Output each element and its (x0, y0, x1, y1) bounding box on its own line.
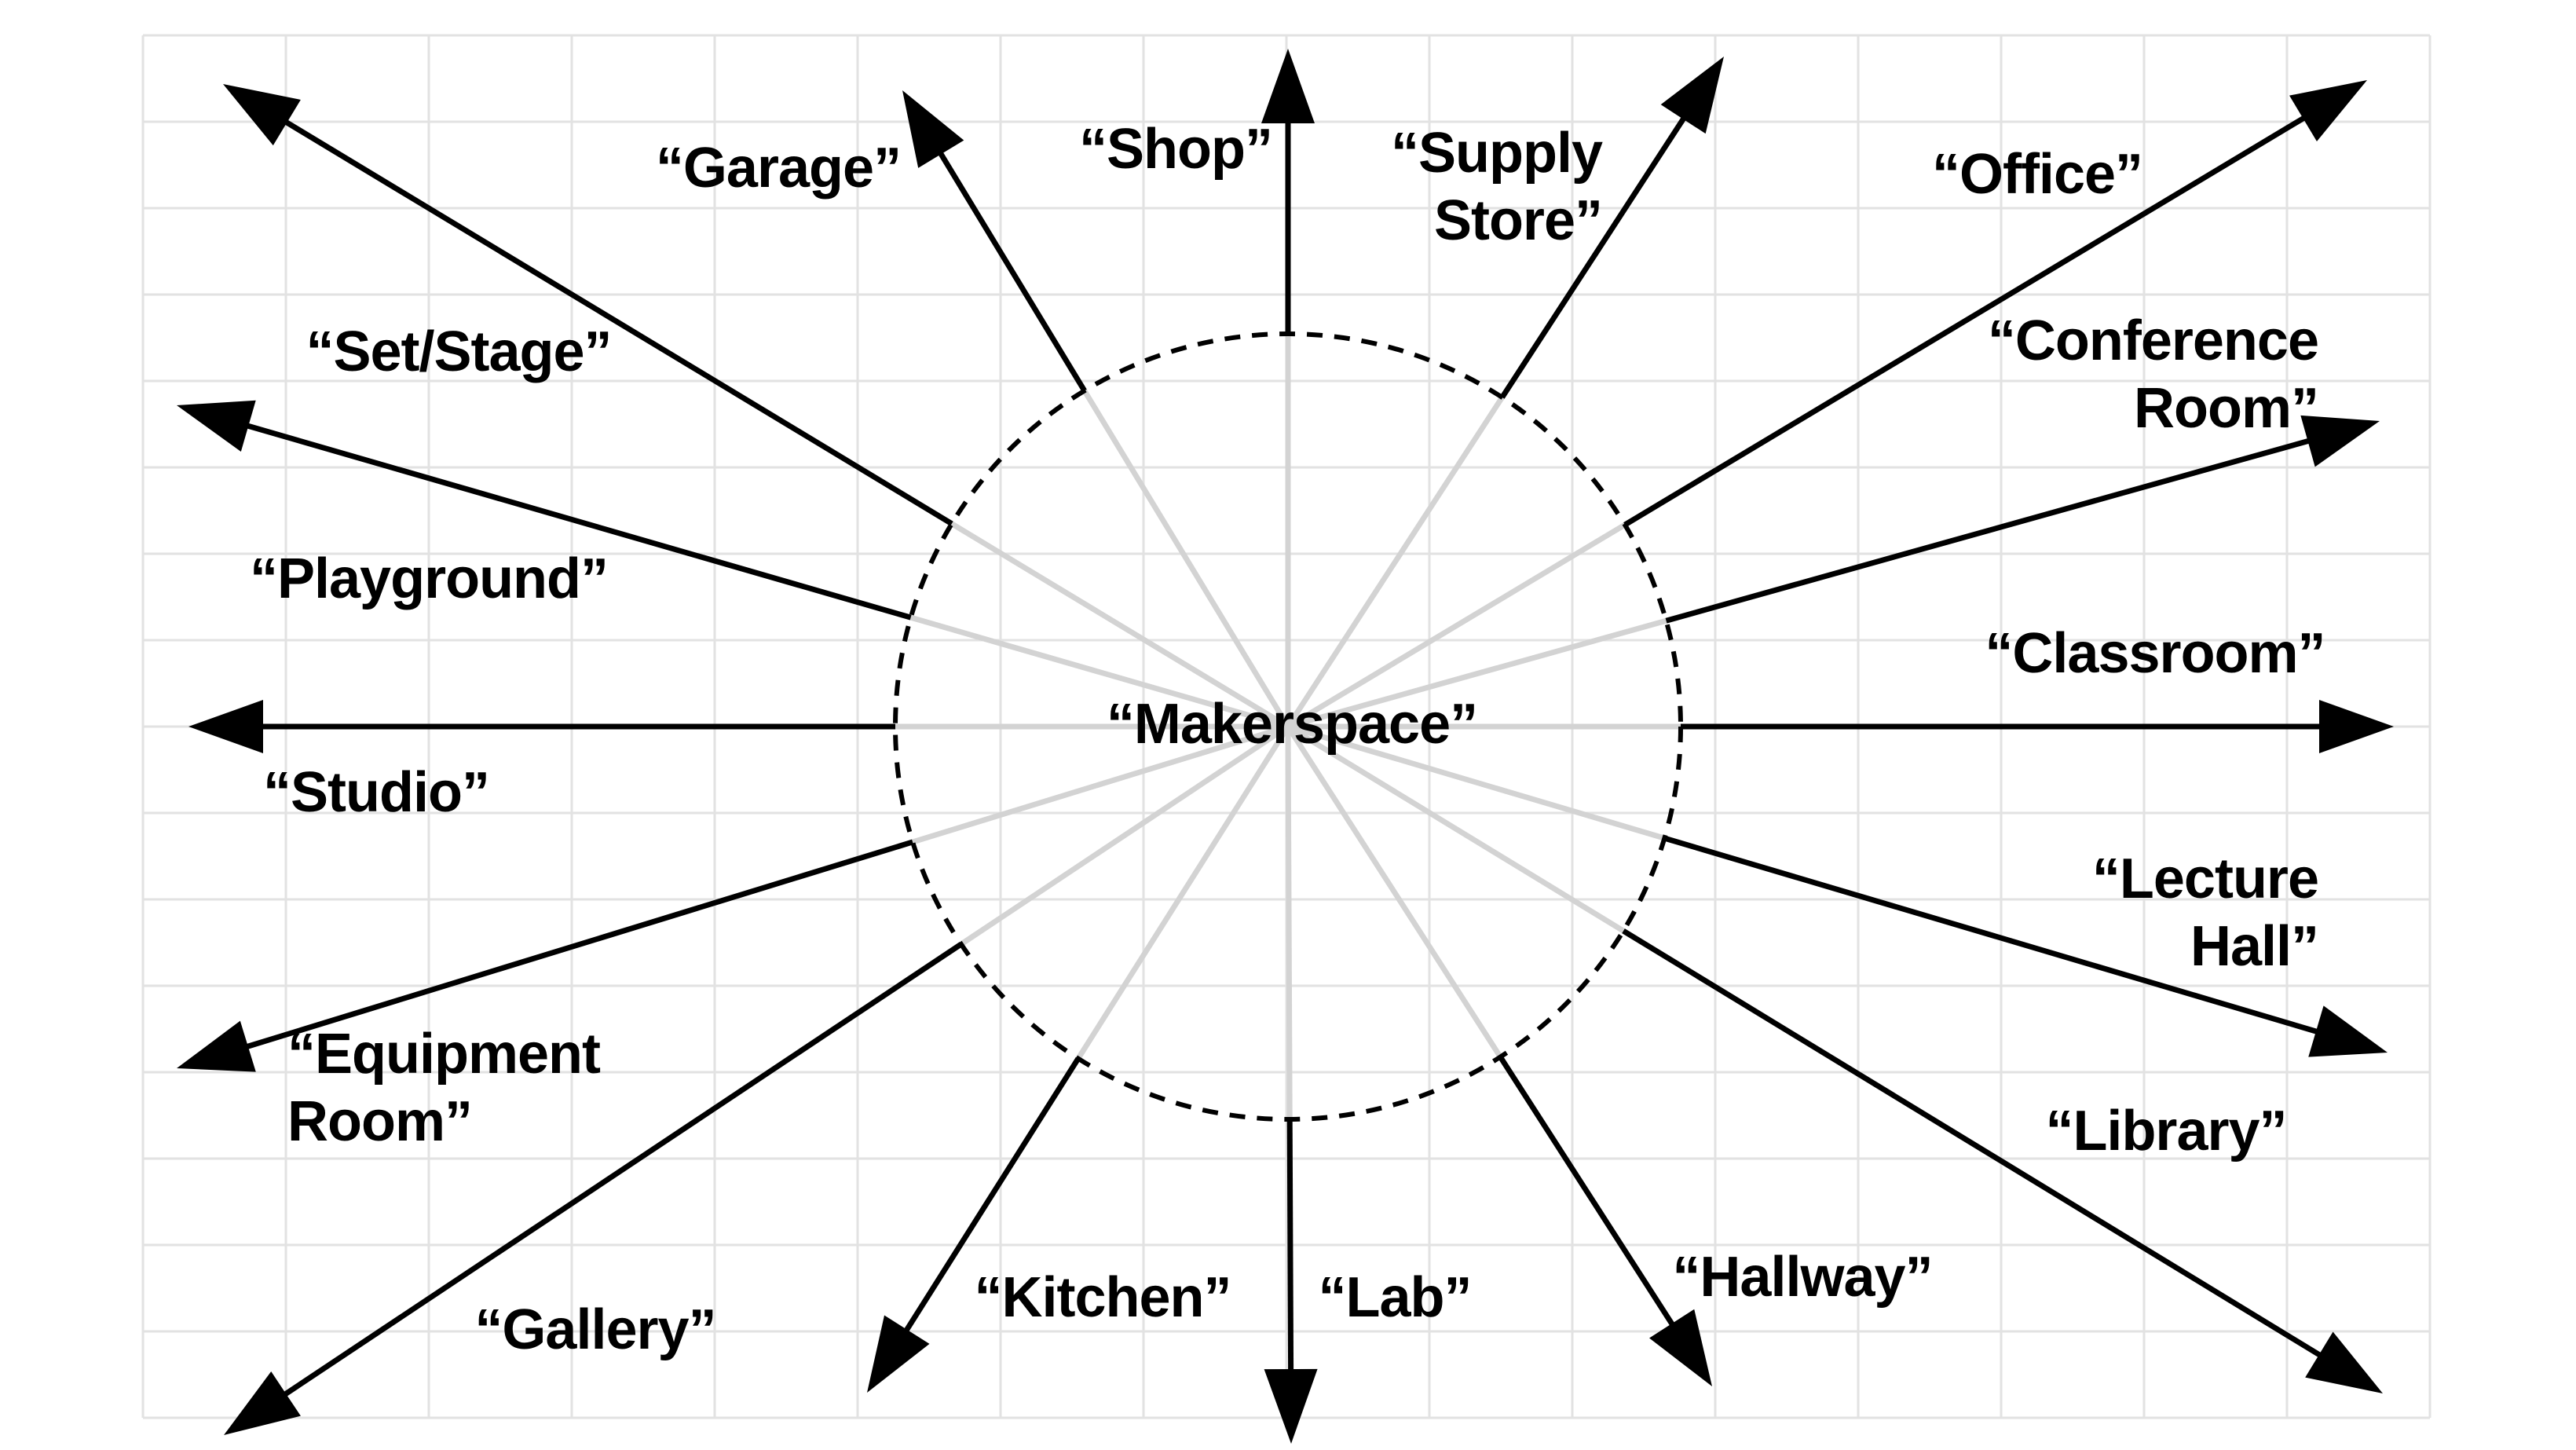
arrow-shaft-supply-store (1499, 105, 1693, 399)
arrow-lecture-hall (1663, 835, 2388, 1057)
label-garage: “Garage” (655, 134, 902, 202)
label-line: “Lab” (1318, 1266, 1472, 1329)
inner-spoke-office (1286, 522, 1626, 730)
arrow-shaft-kitchen (897, 1056, 1081, 1343)
arrow-shaft-library (1622, 928, 2333, 1364)
label-line: “Conference (1987, 309, 2319, 372)
label-shop: “Shop” (1079, 115, 1273, 183)
arrow-studio (188, 700, 895, 753)
arrow-lab (1264, 1119, 1318, 1444)
arrowhead-playground (177, 400, 256, 452)
arrow-shaft-set-stage (273, 112, 953, 526)
arrowhead-conference-room (2300, 415, 2380, 467)
label-line: “Hallway” (1672, 1246, 1933, 1309)
label-line: Room” (287, 1090, 473, 1153)
label-line: “Kitchen” (974, 1266, 1231, 1329)
arrowhead-hallway (1649, 1309, 1712, 1386)
label-playground: “Playground” (249, 545, 609, 613)
arrow-shaft-equipment-room (233, 839, 914, 1053)
arrow-office (1623, 80, 2367, 528)
label-line: Room” (2134, 377, 2319, 440)
inner-spoke-supply-store (1286, 395, 1505, 728)
label-line: “Supply (1390, 122, 1603, 185)
arrowhead-classroom (2319, 700, 2394, 753)
arrow-playground (177, 400, 912, 621)
inner-spoke-library (1286, 724, 1625, 934)
arrowhead-lab (1264, 1368, 1318, 1444)
inner-spokes (895, 334, 1681, 1120)
label-gallery: “Gallery” (474, 1296, 716, 1364)
arrow-hallway (1498, 1055, 1712, 1386)
arrow-shaft-hallway (1498, 1055, 1682, 1338)
arrow-library (1622, 928, 2383, 1393)
inner-spoke-equipment-room (912, 723, 1290, 845)
label-line: “Studio” (263, 761, 490, 824)
inner-spoke-gallery (959, 724, 1290, 947)
arrowhead-set-stage (223, 84, 301, 146)
label-line: “Library” (2045, 1100, 2287, 1163)
arrow-shaft-conference-room (1665, 434, 2322, 624)
label-line: Store” (1433, 189, 1603, 252)
inner-spoke-playground (909, 614, 1289, 730)
arrowhead-gallery (224, 1371, 301, 1435)
arrow-supply-store (1499, 57, 1724, 399)
label-hallway: “Hallway” (1672, 1243, 1933, 1311)
label-classroom: “Classroom” (1985, 620, 2325, 687)
arrow-shaft-office (1623, 108, 2317, 528)
inner-spoke-kitchen (1075, 725, 1290, 1060)
arrow-set-stage (223, 84, 953, 526)
arrowhead-garage (902, 90, 964, 168)
arrow-shop (1261, 49, 1315, 334)
arrows (177, 49, 2394, 1444)
label-line: “Lecture (2091, 848, 2319, 910)
arrowhead-studio (188, 700, 263, 753)
inner-spoke-lecture-hall (1287, 723, 1666, 841)
label-studio: “Studio” (263, 759, 490, 826)
arrowhead-supply-store (1660, 57, 1724, 134)
label-line: “Playground” (249, 547, 609, 610)
arrowhead-library (2305, 1331, 2383, 1393)
arrowhead-lecture-hall (2308, 1005, 2388, 1057)
label-line: “Gallery” (474, 1298, 716, 1361)
arrow-shaft-lecture-hall (1663, 835, 2331, 1038)
arrowhead-kitchen (867, 1315, 930, 1393)
label-lab: “Lab” (1318, 1264, 1472, 1331)
label-line: “Office” (1931, 143, 2143, 206)
label-line: Hall” (2190, 915, 2319, 978)
arrowhead-shop (1261, 49, 1315, 123)
label-line: “Equipment (287, 1023, 601, 1086)
label-line: “Classroom” (1985, 622, 2325, 685)
arrow-garage (902, 90, 1087, 393)
inner-spoke-garage (1081, 389, 1290, 728)
label-line: “Garage” (655, 137, 902, 200)
makerspace-dashed-circle (893, 331, 1683, 1122)
arrow-classroom (1681, 700, 2394, 753)
arrowhead-equipment-room (177, 1020, 256, 1072)
label-library: “Library” (2045, 1097, 2287, 1165)
arrow-shaft-playground (234, 419, 912, 621)
arrow-conference-room (1665, 415, 2380, 624)
label-line: “Set/Stage” (306, 320, 612, 383)
label-line: “Shop” (1079, 118, 1273, 181)
inner-spoke-hallway (1286, 725, 1503, 1059)
arrow-gallery (224, 942, 963, 1435)
inner-spoke-set-stage (950, 521, 1290, 729)
inner-spoke-conference-room (1287, 617, 1667, 730)
arrow-shaft-gallery (273, 942, 963, 1404)
arrow-shaft-garage (931, 141, 1087, 393)
arrow-equipment-room (177, 839, 914, 1072)
label-office: “Office” (1931, 141, 2143, 208)
label-kitchen: “Kitchen” (974, 1264, 1231, 1331)
arrow-kitchen (867, 1056, 1081, 1393)
label-set-stage: “Set/Stage” (306, 318, 612, 386)
inner-spoke-lab (1285, 726, 1293, 1120)
center-label-makerspace: “Makerspace” (1106, 693, 1478, 756)
arrowhead-office (2289, 80, 2367, 141)
